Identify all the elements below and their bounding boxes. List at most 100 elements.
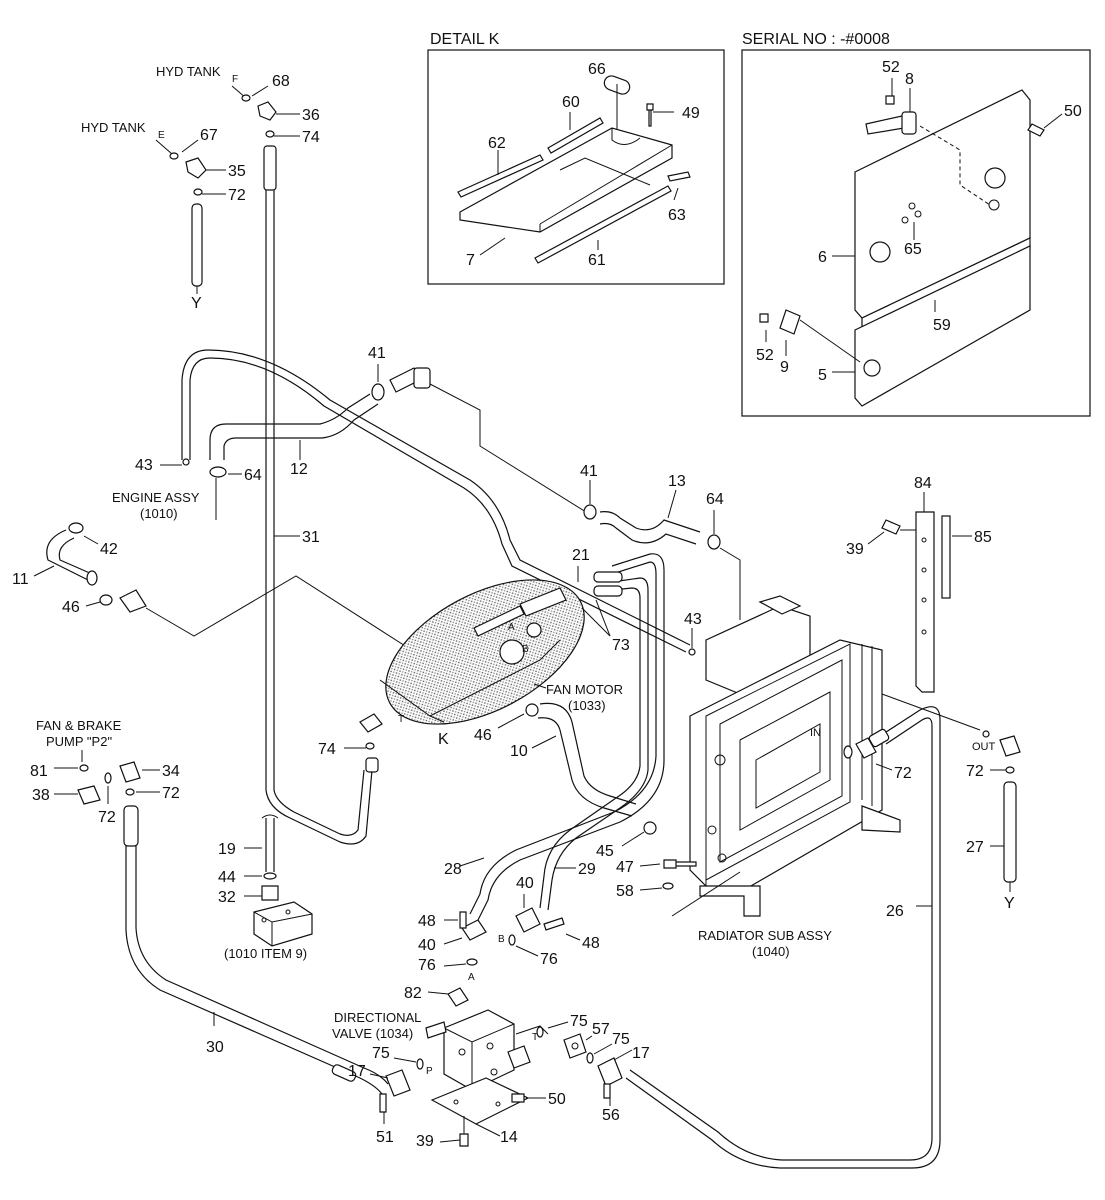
callout-56: 56 (602, 1107, 620, 1124)
callout-51: 51 (376, 1129, 394, 1146)
fitting-32 (261, 885, 279, 901)
callout-74-motor: 74 (318, 741, 336, 758)
callout-58: 58 (616, 883, 634, 900)
fan-motor-ref: (1033) (568, 698, 606, 713)
callout-52-lower: 52 (756, 347, 774, 364)
flange-17-right (597, 1057, 623, 1087)
callout-44: 44 (218, 869, 236, 886)
callout-66: 66 (588, 61, 606, 78)
hose-27: OUT 72 27 Y (881, 693, 1021, 912)
flange-fitting-left (119, 589, 147, 613)
clamp-64-lower (707, 534, 721, 550)
callout-81: 81 (30, 763, 48, 780)
callout-29: 29 (578, 861, 596, 878)
callout-64-upper: 64 (244, 467, 262, 484)
elbow-8 (865, 115, 905, 135)
callout-17-left: 17 (348, 1063, 366, 1080)
detail-k-frame (427, 49, 725, 285)
serial-panel: SERIAL NO : -#0008 52 8 50 65 (741, 31, 1091, 417)
o-ring-75-right (586, 1052, 594, 1064)
callout-41-upper: 41 (368, 345, 386, 362)
motor-port-b: B (522, 644, 529, 655)
callout-84: 84 (914, 475, 932, 492)
directional-valve-label-2: VALVE (1034) (332, 1026, 413, 1041)
o-ring-74-motor (365, 742, 375, 750)
bolt-49 (646, 103, 654, 127)
serial-frame (741, 49, 1091, 417)
callout-31: 31 (302, 529, 320, 546)
hyd-tank-e-sub: E (158, 130, 165, 141)
callout-65: 65 (904, 241, 922, 258)
radiator-core-frame (689, 639, 883, 891)
hoses-28-29: 28 29 (444, 553, 665, 921)
tube-31: 31 (263, 145, 379, 845)
fitting-36 (257, 101, 277, 121)
o-ring-68 (241, 94, 251, 102)
o-ring-72-pump (125, 788, 135, 796)
hose-26: 72 26 (625, 706, 941, 1169)
detail-k-title: DETAIL K (430, 31, 500, 48)
callout-82: 82 (404, 985, 422, 1002)
valve-inlet-fittings: 48 40 48 40 76 A B 76 (418, 875, 600, 983)
callout-75-left: 75 (372, 1045, 390, 1062)
hose-13: 41 13 64 (580, 463, 741, 620)
callout-7: 7 (466, 252, 475, 269)
radiator-sub-assy: IN RADIATOR SUB ASSY (1040) 47 58 (616, 595, 901, 959)
radiator-port-out: OUT (972, 741, 996, 753)
clamp-41-lower (583, 504, 597, 520)
callout-72-radiator: 72 (894, 765, 912, 782)
callout-27: 27 (966, 839, 984, 856)
callout-26: 26 (886, 903, 904, 920)
callout-48-left: 48 (418, 913, 436, 930)
seal-strip-63 (667, 171, 691, 182)
bolt-51 (379, 1093, 387, 1113)
side-seals: 84 85 39 (846, 475, 992, 693)
out-fitting (999, 735, 1021, 757)
bolt-48-left (459, 911, 467, 929)
callout-50-valve: 50 (548, 1091, 566, 1108)
engine-port-ref: (1010 ITEM 9) (224, 946, 307, 961)
callout-57: 57 (592, 1021, 610, 1038)
o-ring-81 (79, 764, 89, 772)
callout-14: 14 (500, 1129, 518, 1146)
callout-13: 13 (668, 473, 686, 490)
fitting-35 (185, 157, 207, 179)
callout-48-right: 48 (582, 935, 600, 952)
flange-40-left (461, 919, 487, 941)
hose-10: 43 46 10 45 (474, 611, 702, 860)
callout-72-pump-left: 72 (98, 809, 116, 826)
fan-motor-housing (385, 579, 585, 725)
bolt-52-lower (759, 313, 769, 323)
o-ring-43 (182, 458, 190, 466)
motor-port-a: A (508, 622, 515, 633)
callout-8: 8 (905, 71, 914, 88)
hose-12: 12 41 (209, 345, 587, 513)
callout-72-top: 72 (228, 187, 246, 204)
callout-63: 63 (668, 207, 686, 224)
directional-valve-label-1: DIRECTIONAL (334, 1010, 421, 1025)
callout-62: 62 (488, 135, 506, 152)
callout-40-left: 40 (418, 937, 436, 954)
callout-38: 38 (32, 787, 50, 804)
callout-75-right: 75 (612, 1031, 630, 1048)
o-ring-74-top (265, 130, 275, 138)
y-marker-top: Y (191, 295, 202, 312)
hyd-tank-e-label: HYD TANK (81, 120, 146, 135)
callout-32: 32 (218, 889, 236, 906)
callout-5: 5 (818, 367, 827, 384)
callout-34: 34 (162, 763, 180, 780)
callout-12: 12 (290, 461, 308, 478)
y-marker-bottom: Y (1004, 895, 1015, 912)
engine-assy-group: 43 64 ENGINE ASSY (1010) 42 11 46 (12, 457, 453, 677)
fitting-38 (77, 785, 101, 805)
engine-block-port: 19 44 32 (1010 ITEM 9) (218, 814, 313, 961)
motor-port-t: T (398, 714, 404, 725)
callout-39-lower: 39 (416, 1133, 434, 1150)
flange-17-left (385, 1069, 411, 1097)
hyd-tank-group: HYD TANK F HYD TANK E Y 68 36 74 67 35 7… (81, 64, 320, 312)
valve-port-a: A (468, 972, 475, 983)
k-marker: K (438, 731, 449, 748)
callout-60: 60 (562, 94, 580, 111)
callout-64-lower: 64 (706, 491, 724, 508)
